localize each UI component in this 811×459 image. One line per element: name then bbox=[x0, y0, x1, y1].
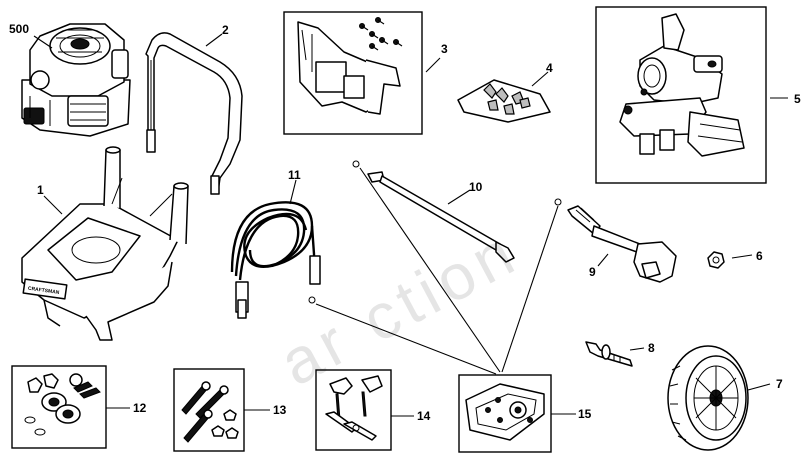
axle-bolt-part bbox=[585, 341, 633, 367]
callout-14: 14 bbox=[417, 409, 431, 423]
callout-8: 8 bbox=[648, 341, 655, 355]
pin-kit-part bbox=[325, 375, 383, 441]
part-14-box bbox=[315, 369, 392, 451]
callout-2: 2 bbox=[222, 23, 229, 37]
callout-11: 11 bbox=[288, 168, 301, 182]
callout-12: 12 bbox=[133, 401, 147, 415]
handle-part bbox=[145, 32, 243, 195]
callout-9: 9 bbox=[589, 265, 596, 279]
callout-13: 13 bbox=[273, 403, 287, 417]
callout-7: 7 bbox=[776, 377, 783, 391]
hardware-bag-part bbox=[457, 79, 551, 123]
part-5-box bbox=[595, 6, 767, 184]
frame-part: CRAFTSMAN bbox=[21, 146, 189, 341]
assembly-lines bbox=[315, 167, 559, 375]
bracket-part bbox=[297, 17, 403, 115]
callout-3: 3 bbox=[441, 42, 448, 56]
spray-gun-part bbox=[554, 198, 677, 283]
hose-part bbox=[230, 201, 321, 319]
callout-10: 10 bbox=[469, 180, 483, 194]
callout-6: 6 bbox=[756, 249, 763, 263]
callout-1: 1 bbox=[37, 183, 44, 197]
frame-brand-label: CRAFTSMAN bbox=[27, 286, 60, 296]
engine-part bbox=[21, 23, 131, 137]
leader-lines bbox=[33, 33, 788, 417]
pump-part bbox=[619, 13, 745, 157]
part-3-box bbox=[283, 11, 423, 135]
callout-15: 15 bbox=[578, 407, 592, 421]
part-12-box bbox=[11, 365, 107, 449]
nut-part bbox=[707, 251, 725, 269]
wand-part bbox=[352, 160, 515, 263]
callout-4: 4 bbox=[546, 61, 553, 75]
wheel-part bbox=[667, 345, 749, 451]
base-plate-part bbox=[465, 383, 545, 441]
bolt-kit-part bbox=[181, 381, 239, 443]
callout-500: 500 bbox=[9, 22, 30, 36]
callout-5: 5 bbox=[794, 92, 801, 106]
bearing-kit-part bbox=[24, 373, 101, 436]
